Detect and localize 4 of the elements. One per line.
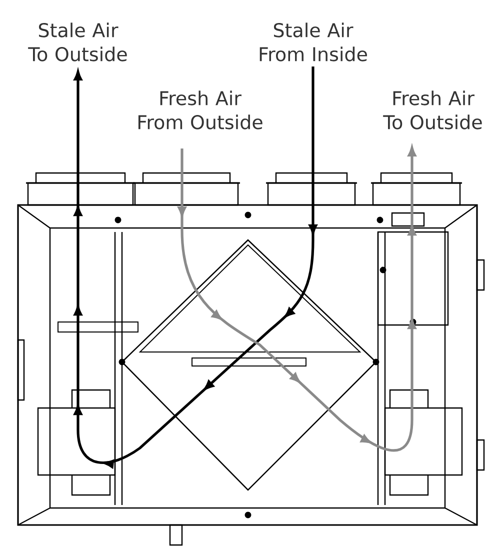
- flow-label: Stale Air To Outside: [28, 22, 127, 62]
- flow-label: Stale Air From Inside: [260, 22, 367, 62]
- flow-label: Fresh Air From Outside: [138, 90, 262, 130]
- flow-label: Fresh Air To Outside: [383, 90, 482, 130]
